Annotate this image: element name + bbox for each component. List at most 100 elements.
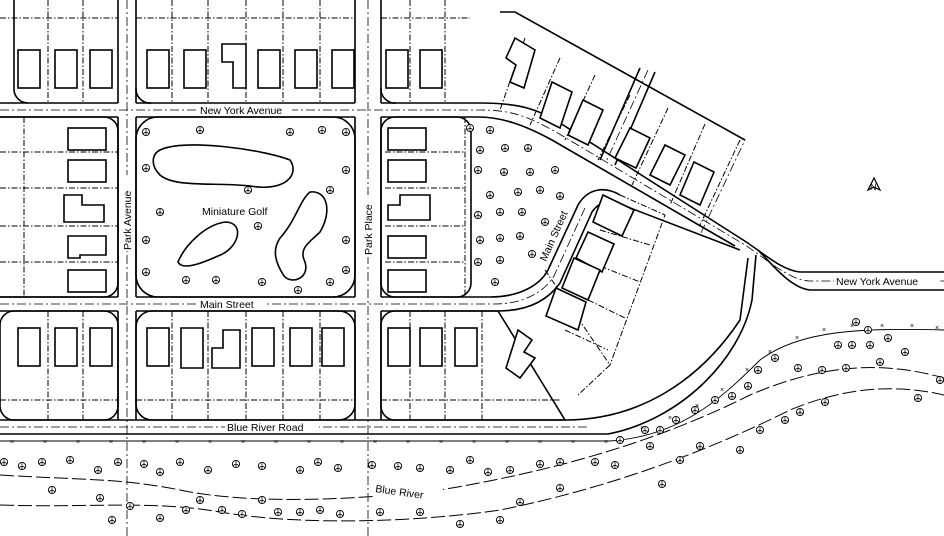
road-edges [0,0,944,435]
tree-symbol [495,207,505,217]
tree-symbol [513,187,523,197]
tree-symbol [523,143,533,153]
tree-symbol [735,445,745,455]
fence-x-mark: × [472,439,476,446]
tree-symbol [793,363,803,373]
tree-symbol [257,277,267,287]
tree-symbol [107,515,117,525]
tree-symbol [181,275,191,285]
tree-symbol [505,465,515,475]
tree-symbol [47,485,57,495]
tree-symbol [155,467,165,477]
tree-symbol [325,277,335,287]
blue-river-lines [0,367,944,522]
tree-symbol [657,479,667,489]
miniature-golf-label: Miniature Golf [202,206,267,218]
tree-symbol [375,507,385,517]
fence-x-mark: × [142,439,146,446]
tree-symbol [710,395,720,405]
tree-symbol [817,365,827,375]
north-arrow-label: N [870,182,877,192]
tree-symbol [500,143,510,153]
tree-symbol [473,257,483,267]
tree-symbol [473,165,483,175]
tree-symbol [490,277,500,287]
tree-symbol [555,483,565,493]
tree-symbol [181,505,191,515]
tree-symbol [217,505,227,515]
fence-x-mark: × [340,439,344,446]
new-york-avenue-label: New York Avenue [200,105,282,117]
tree-symbol [341,265,351,275]
tree-symbol [393,461,403,471]
tree-symbol [141,267,151,277]
fence-x-mark: × [373,439,377,446]
fence-x-mark: × [822,327,826,334]
fence-x-mark: × [745,367,749,374]
tree-symbol [590,457,600,467]
tree-symbol [555,457,565,467]
fence-x-mark: × [406,439,410,446]
tree-symbol [875,357,885,367]
tree-symbol [743,381,753,391]
tree-symbol [0,457,9,467]
tree-symbol [455,519,465,529]
new-york-avenue-east-label: New York Avenue [836,276,918,288]
tree-symbol [485,125,495,135]
tree-symbol [900,347,910,357]
fence-x-mark: × [175,439,179,446]
tree-symbol [195,495,205,505]
fence-x-mark: × [241,439,245,446]
tree-symbol [495,255,505,265]
fence-x-mark: × [274,439,278,446]
fence-x-mark: × [935,325,939,332]
tree-symbol [139,459,149,469]
tree-symbol [883,333,893,343]
tree-symbol [125,501,135,511]
fence-x-mark: × [768,349,772,356]
tree-symbol [610,460,620,470]
tree-symbol [141,235,151,245]
tree-symbol [141,127,151,137]
fence-x-mark: × [640,425,644,432]
tree-symbol [695,441,705,451]
tree-symbol [550,165,560,175]
tree-symbol [555,191,565,201]
tree-symbol [141,163,151,173]
fence-x-mark: × [307,439,311,446]
tree-symbol [515,497,525,507]
fence-x-mark: × [76,439,80,446]
tree-symbol [690,405,700,415]
tree-symbol [37,457,47,467]
tree-symbol [95,493,105,503]
tree-symbol [473,210,483,220]
fence-x-mark: × [720,387,724,394]
tree-symbol [535,459,545,469]
tree-symbol [615,435,625,445]
tree-symbol [655,425,665,435]
tree-symbol [865,340,875,350]
tree-symbol [727,391,737,401]
tree-symbol [243,185,253,195]
tree-symbol [515,231,525,241]
tree-symbol [293,285,303,295]
tree-symbol [671,415,681,425]
fence-x-mark: × [505,439,509,446]
tree-symbol [315,505,325,515]
tree-symbol [155,207,165,217]
fence-x-mark: × [850,323,854,330]
tree-symbol [313,457,323,467]
tree-symbol [527,249,537,259]
fence-x-mark: × [10,439,14,446]
fence-x-mark: × [538,439,542,446]
tree-symbol [295,507,305,517]
tree-symbol [415,507,425,517]
tree-symbol [341,127,351,137]
tree-symbol [770,353,780,363]
tree-symbol [203,465,213,475]
fence-x-mark: × [43,439,47,446]
tree-symbol [495,233,505,243]
fence-x-mark: × [439,439,443,446]
tree-symbol [257,461,267,471]
